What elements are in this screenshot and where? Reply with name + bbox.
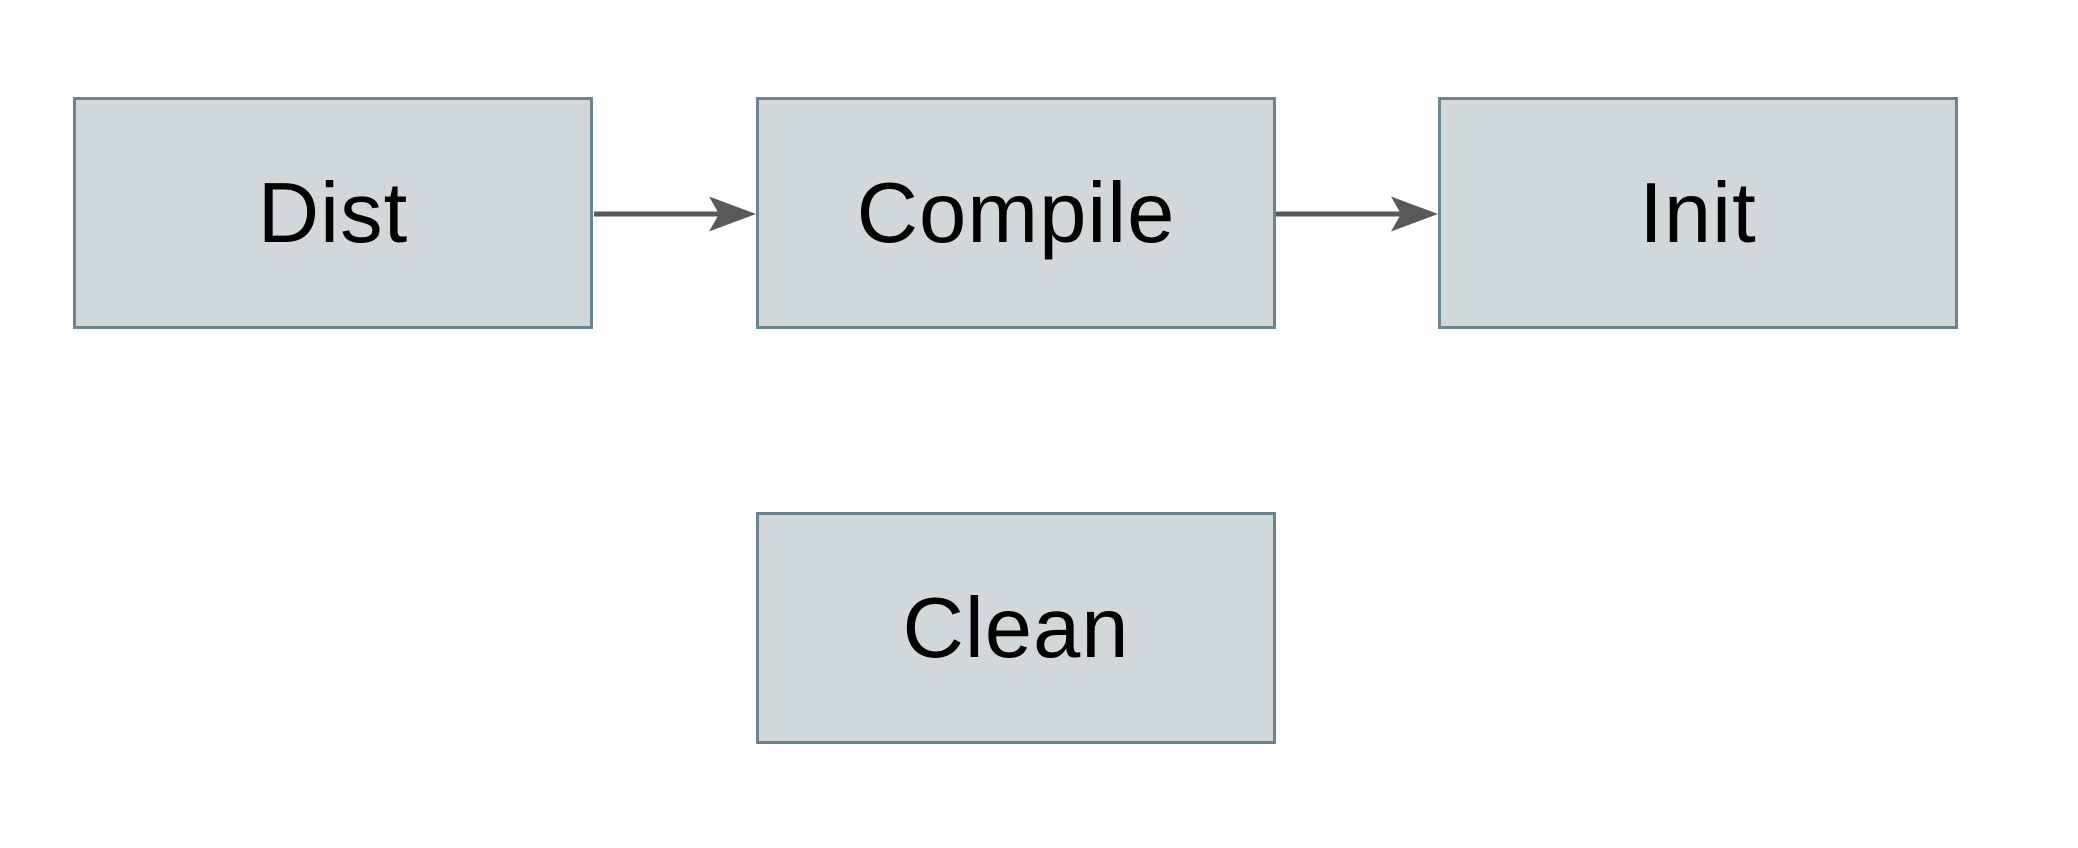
arrow-compile-to-init[interactable]: [1276, 196, 1438, 232]
arrow-head-icon: [709, 196, 756, 232]
arrow-head-icon: [1391, 196, 1438, 232]
node-label: Compile: [856, 165, 1176, 261]
node-label: Dist: [257, 165, 409, 261]
arrow-dist-to-compile[interactable]: [594, 196, 756, 232]
node-init[interactable]: Init: [1438, 97, 1958, 329]
node-label: Init: [1639, 165, 1757, 261]
node-label: Clean: [902, 580, 1130, 676]
node-dist[interactable]: Dist: [73, 97, 593, 329]
node-clean[interactable]: Clean: [756, 512, 1276, 744]
node-compile[interactable]: Compile: [756, 97, 1276, 329]
